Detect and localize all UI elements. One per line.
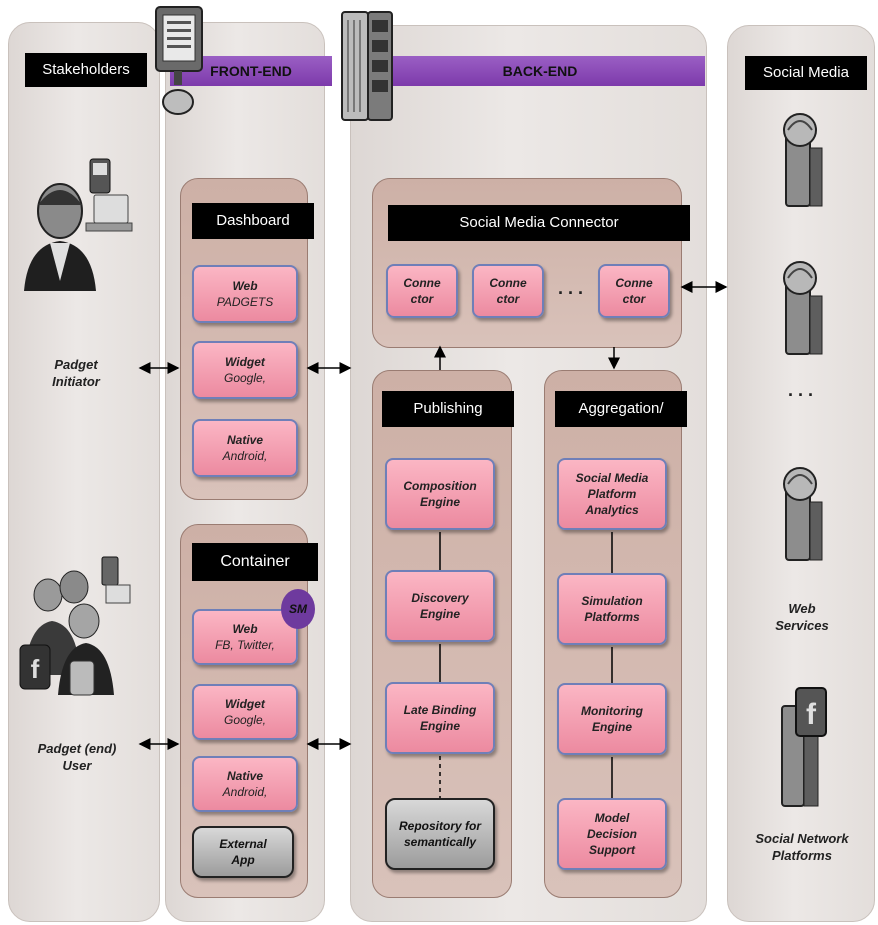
container-web-box[interactable]: Web FB, Twitter, [192, 609, 298, 665]
discovery-engine-box[interactable]: Discovery Engine [385, 570, 495, 642]
terminal-icon [155, 6, 203, 115]
connector-box-1-label: Conne ctor [403, 276, 441, 306]
container-web-sub: FB, Twitter, [215, 638, 275, 652]
dashboard-widget-box[interactable]: Widget Google, [192, 341, 298, 399]
discovery-engine-label: Discovery Engine [411, 591, 469, 621]
dashboard-native-bold: Native [226, 433, 264, 447]
late-binding-engine-label: Late Binding Engine [403, 703, 477, 733]
front-end-header: FRONT-END [170, 56, 332, 86]
server-icon [341, 11, 393, 121]
publishing-title: Publishing [382, 391, 514, 427]
monitoring-engine-label: Monitoring Engine [581, 704, 643, 734]
web-services-label: Web Services [775, 601, 829, 633]
connector-ellipsis: . . . [558, 278, 584, 298]
initiator-person-icon [24, 158, 133, 291]
analytics-box[interactable]: Social Media Platform Analytics [557, 458, 667, 530]
svg-text:f: f [31, 654, 40, 684]
dashboard-title: Dashboard [192, 203, 314, 239]
container-title: Container [192, 543, 318, 581]
late-binding-engine-box[interactable]: Late Binding Engine [385, 682, 495, 754]
dashboard-web-sub: PADGETS [216, 295, 274, 309]
connector-box-3-label: Conne ctor [615, 276, 653, 306]
dashboard-widget-sub: Google, [223, 371, 267, 385]
stakeholders-column [8, 22, 160, 922]
end-user-group-icon: f [19, 556, 131, 696]
web-service-icon-3 [783, 467, 823, 561]
dashboard-widget-bold: Widget [225, 355, 265, 369]
container-native-sub: Android, [222, 785, 268, 799]
monitoring-engine-box[interactable]: Monitoring Engine [557, 683, 667, 755]
dashboard-web-bold: Web [232, 279, 258, 293]
dashboard-native-sub: Android, [222, 449, 268, 463]
svg-text:f: f [806, 698, 817, 731]
web-service-icon-2 [783, 261, 823, 355]
composition-engine-label: Composition Engine [403, 479, 477, 509]
composition-engine-box[interactable]: Composition Engine [385, 458, 495, 530]
social-network-label: Social Network Platforms [755, 831, 849, 863]
sm-badge: SM [281, 589, 315, 629]
back-end-header: BACK-END [375, 56, 705, 86]
social-network-icon: f [781, 687, 827, 807]
container-web-bold: Web [232, 622, 258, 636]
model-decision-box[interactable]: Model Decision Support [557, 798, 667, 870]
model-decision-label: Model Decision Support [586, 811, 637, 857]
connector-title: Social Media Connector [388, 205, 690, 241]
connector-box-1[interactable]: Conne ctor [386, 264, 458, 318]
repository-box[interactable]: Repository for semantically [385, 798, 495, 870]
web-services-ellipsis: . . . [788, 380, 814, 400]
padget-initiator-label: Padget Initiator [52, 357, 100, 389]
simulation-box[interactable]: Simulation Platforms [557, 573, 667, 645]
external-app-box[interactable]: External App [192, 826, 294, 878]
simulation-label: Simulation Platforms [581, 594, 643, 624]
aggregation-title: Aggregation/ [555, 391, 687, 427]
connector-box-2[interactable]: Conne ctor [472, 264, 544, 318]
container-native-box[interactable]: Native Android, [192, 756, 298, 812]
connector-box-3[interactable]: Conne ctor [598, 264, 670, 318]
container-native-bold: Native [226, 769, 264, 783]
container-widget-sub: Google, [223, 713, 267, 727]
dashboard-web-box[interactable]: Web PADGETS [192, 265, 298, 323]
analytics-label: Social Media Platform Analytics [575, 471, 649, 517]
dashboard-native-box[interactable]: Native Android, [192, 419, 298, 477]
padget-end-user-label: Padget (end) User [37, 741, 117, 773]
container-widget-bold: Widget [225, 697, 265, 711]
web-service-icon-1 [783, 113, 823, 207]
social-media-header: Social Media [745, 56, 867, 90]
stakeholders-header: Stakeholders [25, 53, 147, 87]
container-widget-box[interactable]: Widget Google, [192, 684, 298, 740]
connector-box-2-label: Conne ctor [489, 276, 527, 306]
